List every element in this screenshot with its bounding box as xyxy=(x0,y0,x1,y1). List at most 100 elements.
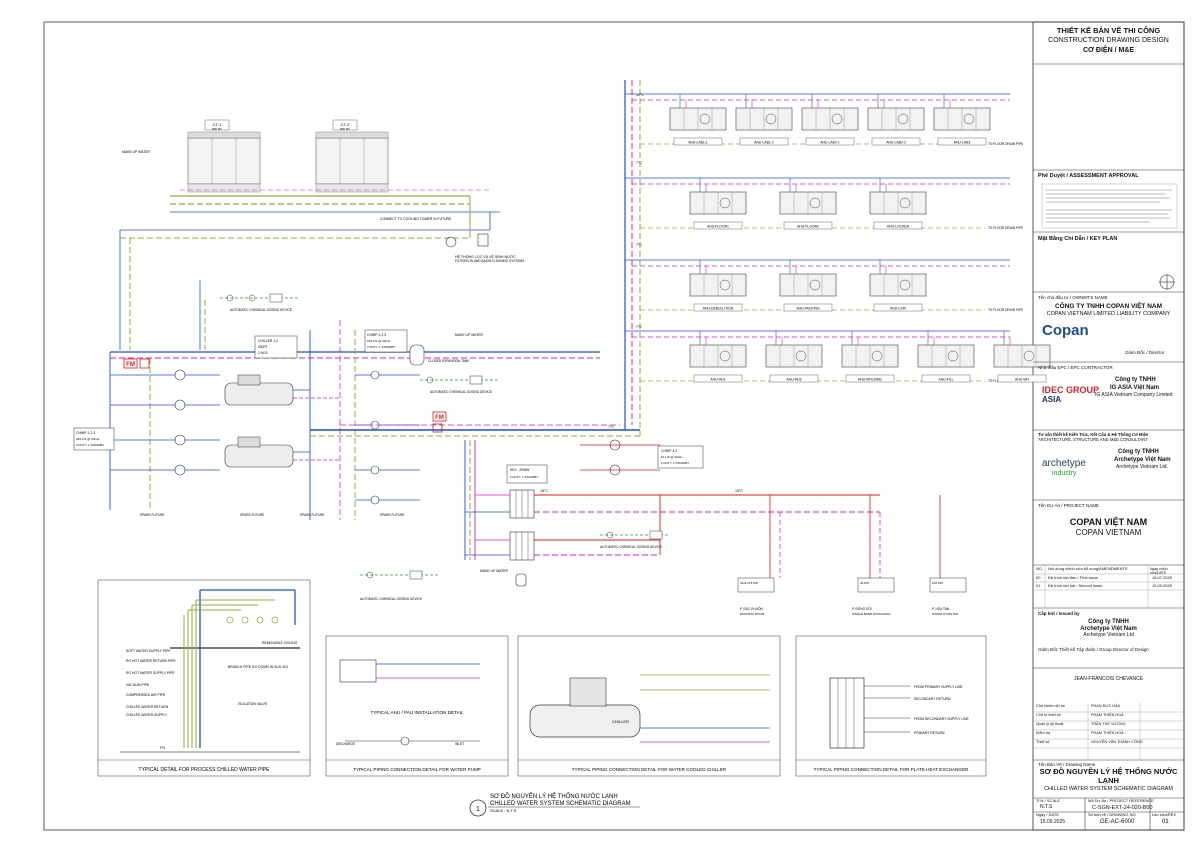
ahu-tag: AHU-PACKING xyxy=(796,307,820,311)
ahu-tag: AHU-FLOOR2 xyxy=(797,225,819,229)
ahu-unit: AHU-INJ1 xyxy=(689,331,747,383)
drawing-name-en: CHILLED WATER SYSTEM SCHEMATIC DIAGRAM xyxy=(1044,786,1173,792)
svg-text:COMPRESSED AIR PIPE: COMPRESSED AIR PIPE xyxy=(126,693,166,697)
copan-logo: Copan xyxy=(1042,322,1089,339)
issuer-2: Archetype Việt Nam xyxy=(1080,626,1137,632)
epc-label: Nhà thầu EPC / EPC CONTRACTOR xyxy=(1038,365,1113,370)
ct1-tag: CT-1 xyxy=(213,122,222,127)
svg-text:2 DUTY, 1 STANDBY: 2 DUTY, 1 STANDBY xyxy=(76,443,104,447)
ahu-unit: AHU-LAB2-2 xyxy=(867,94,925,146)
ahu-tag-box xyxy=(693,374,743,383)
svg-text:VACUUM PIPE: VACUUM PIPE xyxy=(126,683,150,687)
to-floor-drain-label: TO FLOOR DRAIN PIPE xyxy=(988,142,1023,146)
ahu-tag-box xyxy=(693,221,743,230)
fan-icon xyxy=(897,113,909,125)
svg-text:7°C: 7°C xyxy=(636,325,642,329)
svg-text:7°C: 7°C xyxy=(608,425,614,429)
svg-text:SOFT WATER SUPPLY PIPE: SOFT WATER SUPPLY PIPE xyxy=(126,649,171,653)
date-label: Ngày / DATE xyxy=(1036,812,1060,817)
svg-text:SCALE : N.T.S: SCALE : N.T.S xyxy=(490,808,517,813)
asia-logo: ASIA xyxy=(1042,395,1062,404)
epc-name-en: IG ASIA Vietnam Company Limited xyxy=(1095,392,1173,398)
svg-text:15°C: 15°C xyxy=(540,489,548,493)
issued-label: Cấp bởi / Issued by xyxy=(1038,611,1080,616)
svg-text:REMOVABLE CEILING: REMOVABLE CEILING xyxy=(262,641,298,645)
svg-text:183 L/S @ 30mH: 183 L/S @ 30mH xyxy=(76,437,99,441)
ahu-tag: AHU-COR xyxy=(890,307,906,311)
rev-row-1-date: 15.09.2025 xyxy=(1152,583,1173,588)
filtration-label-en: FILTRATION AND BASIN CLEANING SYSTEMS xyxy=(455,259,524,263)
svg-text:FM: FM xyxy=(435,415,444,421)
svg-text:SPARE FUTURE: SPARE FUTURE xyxy=(300,513,324,517)
drawing-no: GE-AC-6000 xyxy=(1100,819,1135,825)
ahu-tag-box xyxy=(937,137,987,146)
detail-chiller: TYPICAL PIPING CONNECTION DETAIL FOR WAT… xyxy=(517,635,781,777)
svg-text:400RT: 400RT xyxy=(258,345,268,349)
svg-text:INLET: INLET xyxy=(455,742,464,746)
ahu-tag: AHU-WH xyxy=(1015,378,1029,382)
staff-role: Quản lý kỹ thuật xyxy=(1036,722,1064,726)
owner-name-vi: CÔNG TY TNHH COPAN VIỆT NAM xyxy=(1054,303,1162,310)
owner-label: Tên chủ đầu tư / OWNER'S NAME xyxy=(1038,295,1108,300)
expansion-tank: CLOSED EXPANSION TANK MAKE UP WATER xyxy=(409,333,484,366)
ahu-tag-box xyxy=(921,374,971,383)
ahu-tag-box xyxy=(783,303,833,312)
fan-icon xyxy=(719,279,731,291)
drawing-no-label: Số bản vẽ / DRAWING NO xyxy=(1088,812,1136,817)
svg-text:40 KW: 40 KW xyxy=(860,581,869,585)
svg-text:SINGLE BAND PACKAGING: SINGLE BAND PACKAGING xyxy=(852,612,891,616)
svg-text:SECONDARY RETURN: SECONDARY RETURN xyxy=(914,697,951,701)
title-block-grid xyxy=(1033,63,1184,830)
project-vi: COPAN VIỆT NAM xyxy=(1069,517,1148,527)
svg-text:CHWP-1,2: CHWP-1,2 xyxy=(661,449,677,453)
ahu-unit: AHU-LAB2-1 xyxy=(801,94,859,146)
ahu-tag-box xyxy=(783,221,833,230)
ahu-tag-box xyxy=(871,137,921,146)
svg-text:15°C: 15°C xyxy=(735,489,743,493)
discipline: CƠ ĐIỆN / M&E xyxy=(1082,47,1135,54)
svg-text:AUTOMATIC CHEMICAL DOSING DEVI: AUTOMATIC CHEMICAL DOSING DEVICE xyxy=(600,545,662,549)
rev-head-date: Ngày chỉnh sửa/DATE xyxy=(1150,567,1168,576)
ahu-tag: AHU-LOCKER xyxy=(887,225,910,229)
chiller-schedule-label: CHILLER 1,2 xyxy=(258,339,278,343)
svg-text:FROM PRIMARY SUPPLY LINE: FROM PRIMARY SUPPLY LINE xyxy=(914,685,963,689)
detail-ahu-pump: TYPICAL PIPING CONNECTION DETAIL FOR WAT… xyxy=(325,635,509,777)
ahu-unit: AHU-INJ2 xyxy=(765,331,823,383)
owner-name-en: COPAN VIETNAM LIMITED LIABILITY COMPANY xyxy=(1046,311,1171,317)
idec-logo: IDEC GROUP xyxy=(1042,385,1100,395)
industry-logo: industry xyxy=(1052,470,1077,477)
svg-text:SƠ ĐỒ NGUYÊN LÝ HỆ THỐNG NƯỚC: SƠ ĐỒ NGUYÊN LÝ HỆ THỐNG NƯỚC LẠNH xyxy=(490,792,618,800)
ahu-tag: AHU-INJ2 xyxy=(786,378,801,382)
staff-name: PHAN ĐỨC HẬU xyxy=(1091,704,1121,708)
cooling-tower-ct2 xyxy=(315,131,389,193)
ahu-unit: AHU-MOLDING xyxy=(841,331,899,383)
staff-role: Kiểm tra xyxy=(1036,731,1051,735)
fan-icon xyxy=(699,113,711,125)
staff-name: PHẠM THIỆN HOÀ xyxy=(1091,731,1124,735)
ahu-tag-box xyxy=(739,137,789,146)
svg-text:SPARE FUTURE: SPARE FUTURE xyxy=(240,513,264,517)
ahu-tag-box xyxy=(845,374,895,383)
ct2-tag: CT-2 xyxy=(341,122,350,127)
staff-name: NGUYỄN VĂN THÀNH CÔNG xyxy=(1091,740,1143,744)
flow-meter-badge-2: FM xyxy=(432,411,447,433)
ahu-unit: AHU-FLOOR2 xyxy=(779,178,837,230)
ahu-unit: AHU-LAB1-1 xyxy=(669,94,727,146)
ahu-tag: AHU-FLOOR1 xyxy=(707,225,729,229)
date-value: 15.09.2025 xyxy=(1040,819,1066,825)
rev-row-0-desc: Đệ trình lần đầu / First issue xyxy=(1048,575,1099,580)
filtration-label: HỆ THỐNG LỌC VÀ VỆ SINH NƯỚC xyxy=(455,254,516,259)
detail-process-pipe: TYPICAL DETAIL FOR PROCESS CHILLED WATER… xyxy=(97,579,311,777)
ahu-unit: AHU-LOCKER xyxy=(869,178,927,230)
svg-text:AUTOMATIC CHEMICAL DOSING DEVI: AUTOMATIC CHEMICAL DOSING DEVICE xyxy=(230,308,292,312)
svg-text:7°C: 7°C xyxy=(636,243,642,247)
rev-row-1-desc: Đệ trình lần hai / Second issue xyxy=(1048,583,1103,588)
ahu-unit: AHU-FLOOR1 xyxy=(689,178,747,230)
ahu-tag-box xyxy=(769,374,819,383)
drawing-name-label: Tên Bản Vẽ / Drawing Name xyxy=(1038,762,1096,767)
main-drawing-title: 1 SƠ ĐỒ NGUYÊN LÝ HỆ THỐNG NƯỚC LẠNH CHI… xyxy=(469,792,640,817)
svg-text:TYPICAL AHU / PAU INSTALLATION: TYPICAL AHU / PAU INSTALLATION DETAIL xyxy=(371,710,464,715)
svg-text:2 NOS: 2 NOS xyxy=(258,351,268,355)
